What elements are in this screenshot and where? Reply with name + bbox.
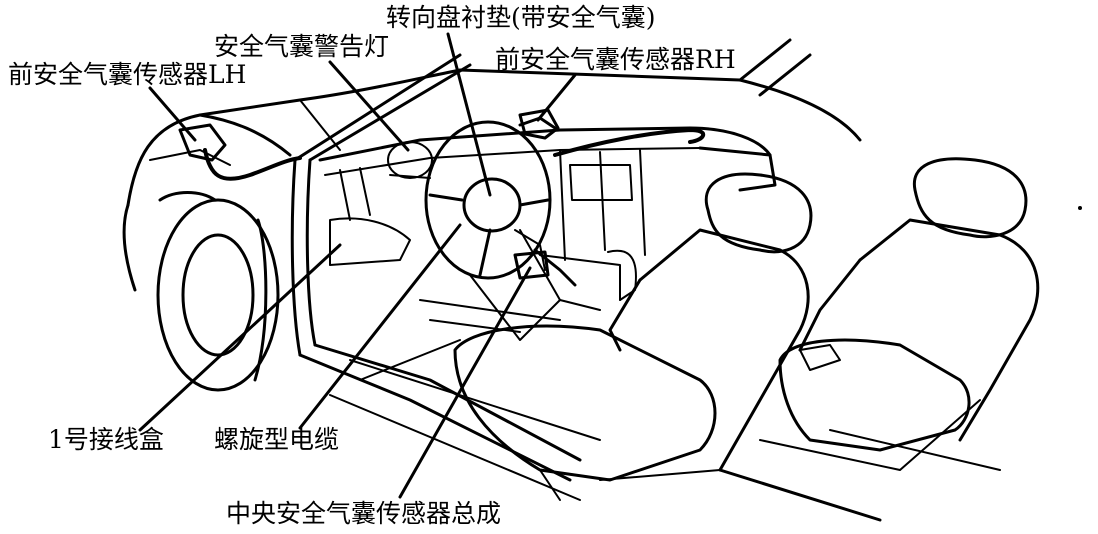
leader-sensor-lh (148, 86, 197, 142)
steering-wheel (424, 120, 561, 341)
leader-steering-pad (446, 32, 492, 197)
wire-harness (203, 116, 706, 287)
label-front-sensor-rh: 前安全气囊传感器RH (495, 45, 736, 74)
passenger-seat (759, 157, 1040, 471)
label-steering-pad: 转向盘衬垫(带安全气囊) (386, 3, 656, 32)
leader-lines (138, 32, 577, 499)
label-center-sensor: 中央安全气囊传感器总成 (226, 499, 502, 528)
center-sensor (513, 250, 550, 280)
dashboard (318, 126, 777, 311)
combination-meter (387, 141, 433, 179)
leader-sensor-rh (536, 73, 577, 122)
front-sensor-lh (178, 123, 227, 162)
stray-mark (1078, 206, 1082, 210)
leader-junction-block (138, 243, 342, 432)
label-warning-lamp: 安全气囊警告灯 (214, 32, 390, 61)
label-front-sensor-lh: 前安全气囊传感器LH (8, 60, 247, 89)
front-wheel (156, 191, 280, 392)
leader-spiral-cable (298, 223, 462, 430)
label-junction-block: 1号接线盒 (48, 425, 164, 454)
leader-warning-lamp (328, 60, 410, 152)
front-sensor-rh (518, 108, 560, 140)
driver-seat (453, 172, 813, 501)
label-spiral-cable: 螺旋型电缆 (214, 425, 340, 454)
leader-center-sensor (398, 266, 532, 499)
floor-lines (419, 299, 1001, 522)
